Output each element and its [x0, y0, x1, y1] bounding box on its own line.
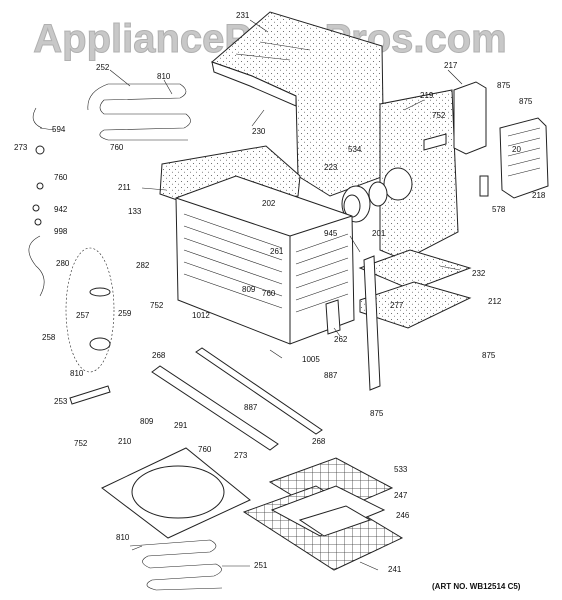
label-257: 257	[76, 311, 90, 320]
label-20: 20	[512, 145, 521, 154]
label-212: 212	[488, 297, 502, 306]
label-219: 219	[420, 91, 434, 100]
label-217: 217	[444, 61, 458, 70]
label-259: 259	[118, 309, 132, 318]
oven-cavity	[175, 175, 355, 345]
label-942: 942	[54, 205, 68, 214]
label-230: 230	[252, 127, 266, 136]
label-133: 133	[128, 207, 142, 216]
label-760-a: 760	[110, 143, 124, 152]
label-578: 578	[492, 205, 506, 214]
label-273-a: 273	[14, 143, 28, 152]
outer-top-cover	[211, 11, 385, 197]
label-752-c: 752	[74, 439, 88, 448]
oven-bottom	[101, 447, 251, 539]
label-534: 534	[348, 145, 362, 154]
label-268-b: 268	[312, 437, 326, 446]
label-760-b: 760	[54, 173, 68, 182]
label-1012: 1012	[192, 311, 210, 320]
label-253: 253	[54, 397, 68, 406]
part-number-labels: 231 252 810 230 217 875 875 594 219 752 …	[14, 11, 546, 574]
label-291: 291	[174, 421, 188, 430]
convection-fan-motor	[341, 181, 388, 223]
label-211: 211	[118, 183, 131, 192]
label-210: 210	[118, 437, 132, 446]
label-268-a: 268	[152, 351, 166, 360]
label-998: 998	[54, 227, 68, 236]
label-232: 232	[472, 269, 486, 278]
broil-element	[87, 83, 191, 141]
label-246: 246	[396, 511, 410, 520]
label-809-a: 809	[242, 285, 256, 294]
label-533: 533	[394, 465, 408, 474]
label-261: 261	[270, 247, 284, 256]
label-752-b: 752	[150, 301, 164, 310]
label-594: 594	[52, 125, 66, 134]
label-887-a: 887	[324, 371, 338, 380]
rear-panel	[379, 89, 459, 261]
label-273-b: 273	[234, 451, 248, 460]
label-875-a: 875	[497, 81, 511, 90]
label-752-a: 752	[432, 111, 446, 120]
label-760-d: 760	[198, 445, 212, 454]
label-241: 241	[388, 565, 402, 574]
label-875-c: 875	[482, 351, 496, 360]
left-side-parts	[28, 107, 115, 405]
label-218: 218	[532, 191, 546, 200]
oven-racks	[242, 457, 404, 571]
label-875-d: 875	[370, 409, 384, 418]
art-number: (ART NO. WB12514 C5)	[432, 582, 521, 591]
label-887-b: 887	[244, 403, 258, 412]
label-945: 945	[324, 229, 338, 238]
label-262: 262	[334, 335, 348, 344]
label-280: 280	[56, 259, 70, 268]
label-231: 231	[236, 11, 250, 20]
label-251: 251	[254, 561, 268, 570]
label-202: 202	[262, 199, 276, 208]
front-rails	[151, 347, 323, 451]
label-223: 223	[324, 163, 338, 172]
label-810-a: 810	[157, 72, 171, 81]
label-201: 201	[372, 229, 386, 238]
bottom-panels	[358, 249, 472, 329]
label-1005: 1005	[302, 355, 320, 364]
bake-element	[129, 539, 223, 591]
label-258: 258	[42, 333, 56, 342]
label-282: 282	[136, 261, 150, 270]
control-components	[453, 81, 549, 199]
label-277: 277	[390, 301, 404, 310]
leader-lines	[39, 19, 463, 571]
label-809-b: 809	[140, 417, 154, 426]
label-760-c: 760	[262, 289, 276, 298]
label-247: 247	[394, 491, 408, 500]
label-810-b: 810	[70, 369, 84, 378]
label-252: 252	[96, 63, 110, 72]
vertical-trim	[325, 255, 381, 391]
label-875-b: 875	[519, 97, 533, 106]
label-810-c: 810	[116, 533, 130, 542]
